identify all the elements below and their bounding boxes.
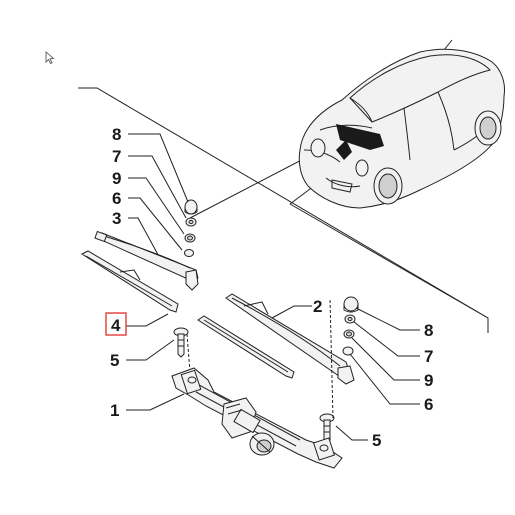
cursor-arrow-icon [45, 51, 55, 65]
callout-right-6: 6 [424, 395, 433, 414]
left-wiper-arm [94, 230, 199, 291]
left-bolt [173, 327, 191, 373]
callout-left-4: 4 [111, 316, 121, 335]
callout-right-9: 9 [424, 371, 433, 390]
wiper-linkage-motor [171, 367, 343, 469]
right-bolt [319, 297, 335, 444]
callout-right-8: 8 [424, 321, 433, 340]
right-leaders [271, 305, 420, 441]
callout-left-6: 6 [112, 189, 121, 208]
callout-left-3: 3 [112, 209, 121, 228]
callout-left-7: 7 [112, 147, 121, 166]
callout-left-1: 1 [110, 401, 119, 420]
callout-left-5: 5 [110, 351, 119, 370]
callout-right-2: 2 [313, 297, 322, 316]
left-small-parts [184, 199, 198, 257]
right-small-parts [342, 296, 359, 356]
right-wiper-arm [197, 293, 355, 385]
car-illustration [298, 48, 505, 209]
callout-right-5: 5 [372, 431, 381, 450]
left-wiper-blade [80, 250, 179, 313]
left-leaders [126, 133, 189, 411]
cowl-highlight [336, 124, 384, 150]
callout-left-8: 8 [112, 125, 121, 144]
callout-right-7: 7 [424, 347, 433, 366]
callout-4-highlight [105, 312, 127, 336]
callout-left-9: 9 [112, 169, 121, 188]
